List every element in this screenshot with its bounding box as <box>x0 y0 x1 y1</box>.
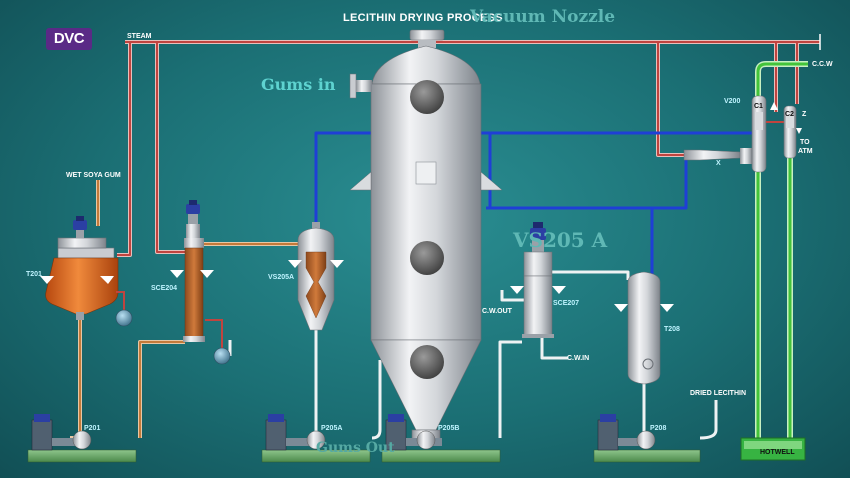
white-lines <box>228 270 718 440</box>
z-label: Z <box>802 111 807 118</box>
sce207-label: SCE207 <box>553 300 580 307</box>
c1-label: C1 <box>754 103 763 110</box>
c2-label: C2 <box>785 111 794 118</box>
water-lines <box>755 61 808 440</box>
gums-in-overlay: Gums in <box>261 75 336 94</box>
cw-out-label: C.W.OUT <box>482 308 512 315</box>
sight-glass-1 <box>410 80 444 114</box>
t208-label: T208 <box>664 326 680 333</box>
vs205a-label: VS205A <box>268 274 295 281</box>
pump-p205a[interactable] <box>261 414 371 463</box>
hotwell[interactable] <box>740 437 806 461</box>
vacuum-nozzle-overlay: Vacuum Nozzle <box>470 7 616 27</box>
product-lines <box>70 180 302 440</box>
vs205a-vessel[interactable] <box>288 222 344 331</box>
p208-label: P208 <box>650 425 667 432</box>
sce204-exchanger[interactable] <box>170 200 231 365</box>
sce207-exchanger[interactable] <box>510 222 566 338</box>
t208-tank[interactable] <box>614 271 674 385</box>
pump-p201[interactable] <box>27 414 137 463</box>
ccw-label: C.C.W <box>812 61 833 68</box>
cw-in-label: C.W.IN <box>567 355 590 362</box>
atm-label: ATM <box>798 148 813 155</box>
hotwell-label: HOTWELL <box>760 449 795 456</box>
page-title: LECITHIN DRYING PROCESS <box>343 12 503 24</box>
to-label: TO <box>800 139 810 146</box>
t201-label: T201 <box>26 271 42 278</box>
p205b-label: P205B <box>438 425 460 432</box>
ejector-system[interactable] <box>683 95 802 173</box>
vacuum-lines <box>314 131 752 275</box>
pump-p208[interactable] <box>593 414 701 463</box>
vs205a-big-overlay: VS205 A <box>513 228 608 252</box>
x-label: X <box>716 160 721 167</box>
v200-label: V200 <box>724 98 741 105</box>
p205a-label: P205A <box>321 425 343 432</box>
dvc-logo: DVC <box>46 28 92 50</box>
t201-reactor[interactable] <box>40 216 133 327</box>
main-dryer-vessel[interactable] <box>349 29 503 441</box>
dried-lecithin-label: DRIED LECITHIN <box>690 390 746 397</box>
p201-label: P201 <box>84 425 101 432</box>
wet-soya-gum-label: WET SOYA GUM <box>66 172 121 179</box>
steam-label: STEAM <box>127 33 152 40</box>
gums-out-overlay: Gums Out <box>316 440 395 456</box>
steam-lines <box>117 34 821 257</box>
sight-glass-2 <box>410 241 444 275</box>
sce204-label: SCE204 <box>151 285 178 292</box>
pump-p205b[interactable] <box>381 414 501 463</box>
sight-glass-3 <box>410 345 444 379</box>
